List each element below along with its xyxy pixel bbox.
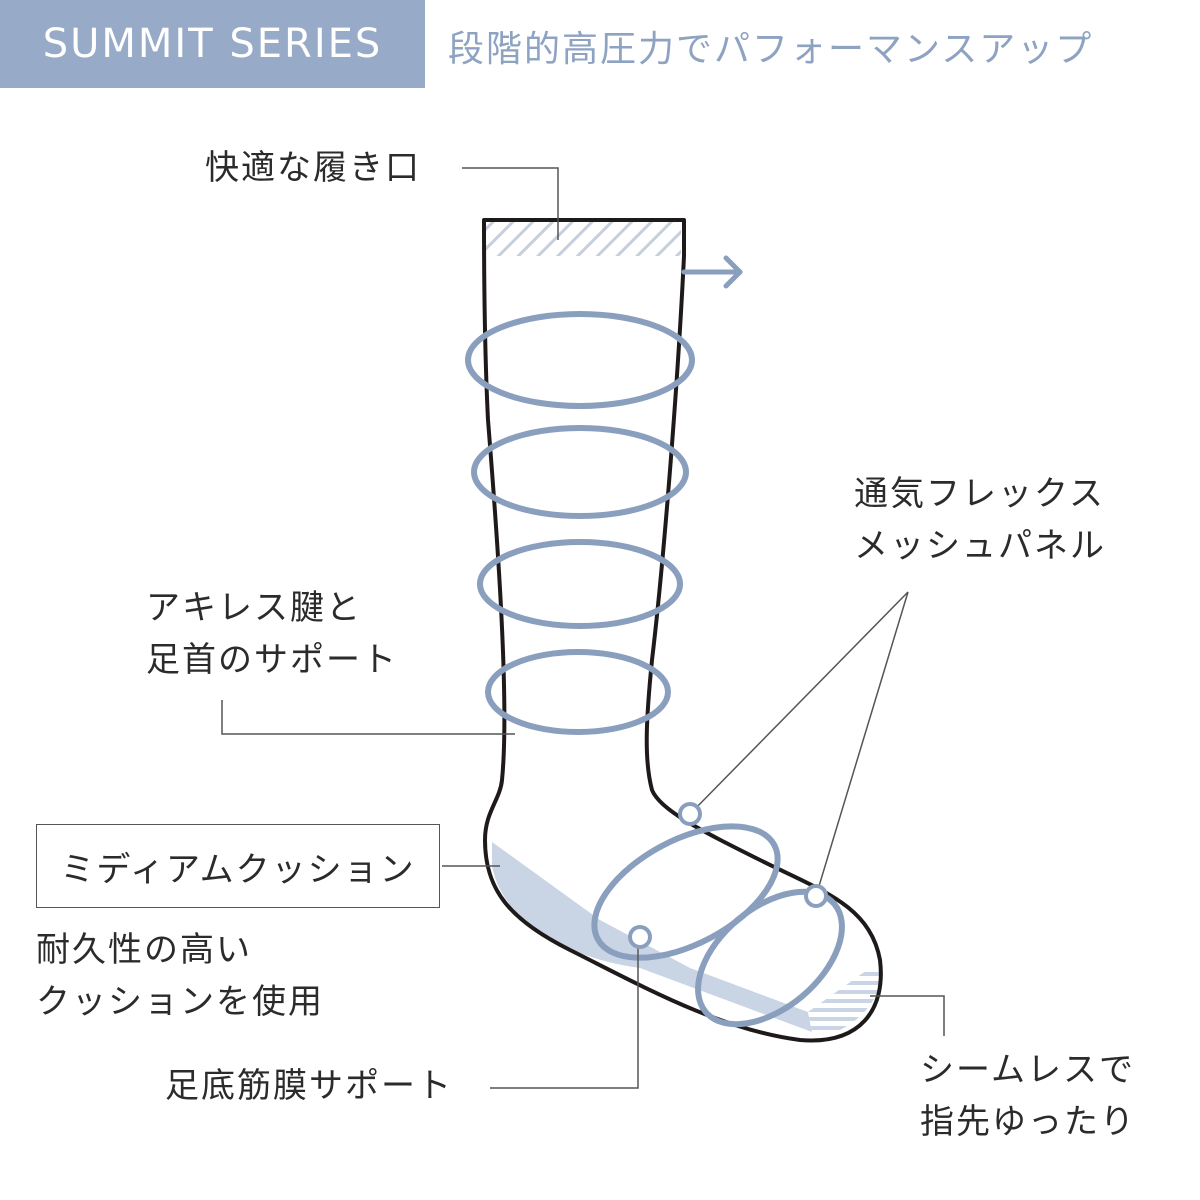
marker-mesh-top xyxy=(678,802,702,826)
cushion-title-box: ミディアムクッション xyxy=(36,824,440,908)
leader-seamless xyxy=(870,995,945,1036)
seamless-line-2: 指先ゆったり xyxy=(920,1102,1136,1142)
leader-mesh-1 xyxy=(689,591,909,815)
label-opening: 快適な履き口 xyxy=(205,148,421,188)
tagline: 段階的高圧力でパフォーマンスアップ xyxy=(448,29,1094,70)
compression-ring-1 xyxy=(465,311,695,409)
label-achilles-line-1: アキレス腱と xyxy=(146,588,362,628)
leader-achilles xyxy=(221,700,515,735)
label-mesh: 通気フレックス メッシュパネル xyxy=(854,468,1106,572)
seamless-line-1: シームレスで xyxy=(920,1050,1135,1090)
compression-ring-4 xyxy=(485,649,671,735)
compression-ring-5 xyxy=(591,823,781,961)
sock-outline xyxy=(482,218,883,1043)
label-achilles-line-2: 足首のサポート xyxy=(146,640,398,680)
label-achilles: アキレス腱と 足首のサポート xyxy=(146,582,398,686)
series-badge: SUMMIT SERIES xyxy=(0,0,425,88)
marker-plantar xyxy=(628,925,652,949)
cushion-title: ミディアムクッション xyxy=(60,849,416,890)
cuff-hatch xyxy=(485,222,681,256)
marker-mesh-bottom xyxy=(804,884,828,908)
compression-ring-2 xyxy=(471,425,689,519)
compression-ring-6 xyxy=(695,888,845,1028)
cushion-desc-line-2: クッションを使用 xyxy=(36,982,324,1022)
leader-opening xyxy=(462,167,559,240)
toe-stripes xyxy=(808,968,882,1032)
label-plantar: 足底筋膜サポート xyxy=(165,1066,453,1106)
label-mesh-line-2: メッシュパネル xyxy=(854,526,1106,566)
label-seamless: シームレスで 指先ゆったり xyxy=(920,1044,1136,1148)
expand-arrow-icon xyxy=(681,255,743,289)
label-mesh-line-1: 通気フレックス xyxy=(854,474,1105,514)
cushion-area xyxy=(492,842,812,1032)
series-badge-label: SUMMIT SERIES xyxy=(42,21,383,67)
label-cushion-desc: 耐久性の高い クッションを使用 xyxy=(36,924,324,1028)
cushion-desc-line-1: 耐久性の高い xyxy=(36,930,252,970)
leader-plantar xyxy=(490,940,639,1089)
compression-ring-3 xyxy=(477,539,683,629)
leader-mesh-2 xyxy=(815,591,909,897)
